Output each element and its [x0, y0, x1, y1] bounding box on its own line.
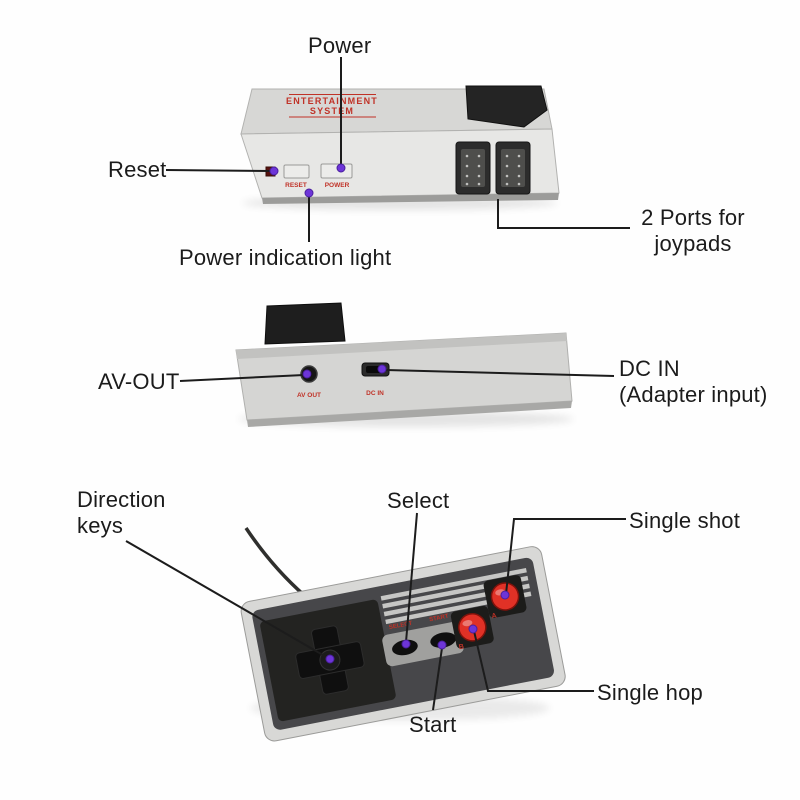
av-out-leader-line [179, 374, 305, 382]
start-dot [437, 640, 447, 650]
ports-annotation-line2: joypads [654, 231, 732, 256]
select-leader-line [405, 512, 418, 643]
dc-in-annotation-line2: (Adapter input) [619, 382, 768, 407]
reset-leader-line [165, 169, 273, 172]
back-top-black-piece [264, 302, 346, 345]
direction-keys-annotation: Direction keys [77, 487, 166, 539]
power-button-label: POWER [325, 182, 350, 189]
ports-annotation: 2 Ports for joypads [623, 205, 763, 257]
select-button-label: SELECT [389, 621, 414, 631]
direction-keys-annotation-line2: keys [77, 513, 124, 538]
start-button-label: START [429, 614, 450, 624]
button-b-highlight [462, 620, 473, 627]
single-hop-leader-line [473, 630, 594, 692]
dc-in-annotation: DC IN (Adapter input) [619, 356, 768, 408]
button-b-letter: B [458, 643, 464, 651]
power-dot [336, 163, 346, 173]
console-bottom-edge [262, 193, 559, 204]
single-shot-leader-line [505, 518, 626, 595]
brand-text-line2: SYSTEM [310, 106, 354, 116]
dc-in-dot [377, 364, 387, 374]
joypad-port-2 [495, 141, 531, 195]
single-hop-annotation: Single hop [597, 680, 703, 705]
console-back-view: AV OUT DC IN [235, 302, 573, 427]
dc-in-annotation-line1: DC IN [619, 356, 680, 381]
power-indication-dot [304, 188, 314, 198]
pointer-dots [269, 163, 510, 664]
select-dot [401, 639, 411, 649]
single-shot-annotation: Single shot [629, 508, 741, 533]
direction-keys-leader-line [125, 540, 329, 659]
ports-annotation-line1: 2 Ports for [641, 205, 745, 230]
power-button [320, 163, 353, 179]
start-annotation: Start [409, 712, 457, 737]
start-leader-line [432, 647, 443, 711]
reset-dot [269, 166, 279, 176]
leader-lines [125, 57, 630, 711]
reset-annotation: Reset [108, 157, 167, 182]
controller-cord [244, 527, 307, 598]
controller-body-outline [240, 546, 566, 742]
ports-leader-line [497, 199, 630, 229]
dc-in-port-label: DC IN [366, 390, 384, 397]
cartridge-flap [465, 85, 548, 128]
av-out-annotation: AV-OUT [98, 369, 180, 394]
reset-button [283, 164, 310, 179]
single-hop-dot [468, 624, 478, 634]
av-out-port-label: AV OUT [297, 392, 321, 399]
joypad-port-2-pins [505, 154, 521, 186]
joypad-port-1 [455, 141, 491, 195]
start-button [430, 632, 457, 648]
button-a-letter: A [491, 613, 497, 621]
console-back-bottom-edge [247, 401, 572, 427]
power-indication-annotation: Power indication light [179, 245, 392, 270]
direction-keys-dot [325, 654, 335, 664]
direction-keys-annotation-line1: Direction [77, 487, 166, 512]
dc-in-leader-line [385, 369, 615, 377]
av-out-dot [302, 369, 312, 379]
console-top-view: ENTERTAINMENT SYSTEM RESET POWER [240, 85, 560, 204]
console-back-top-strip [236, 333, 567, 359]
single-shot-dot [500, 590, 510, 600]
select-annotation: Select [387, 488, 450, 513]
power-annotation: Power [308, 33, 372, 58]
brand-text-line1: ENTERTAINMENT [286, 96, 378, 106]
reset-button-label: RESET [285, 182, 307, 189]
joypad-port-1-pins [465, 154, 481, 186]
